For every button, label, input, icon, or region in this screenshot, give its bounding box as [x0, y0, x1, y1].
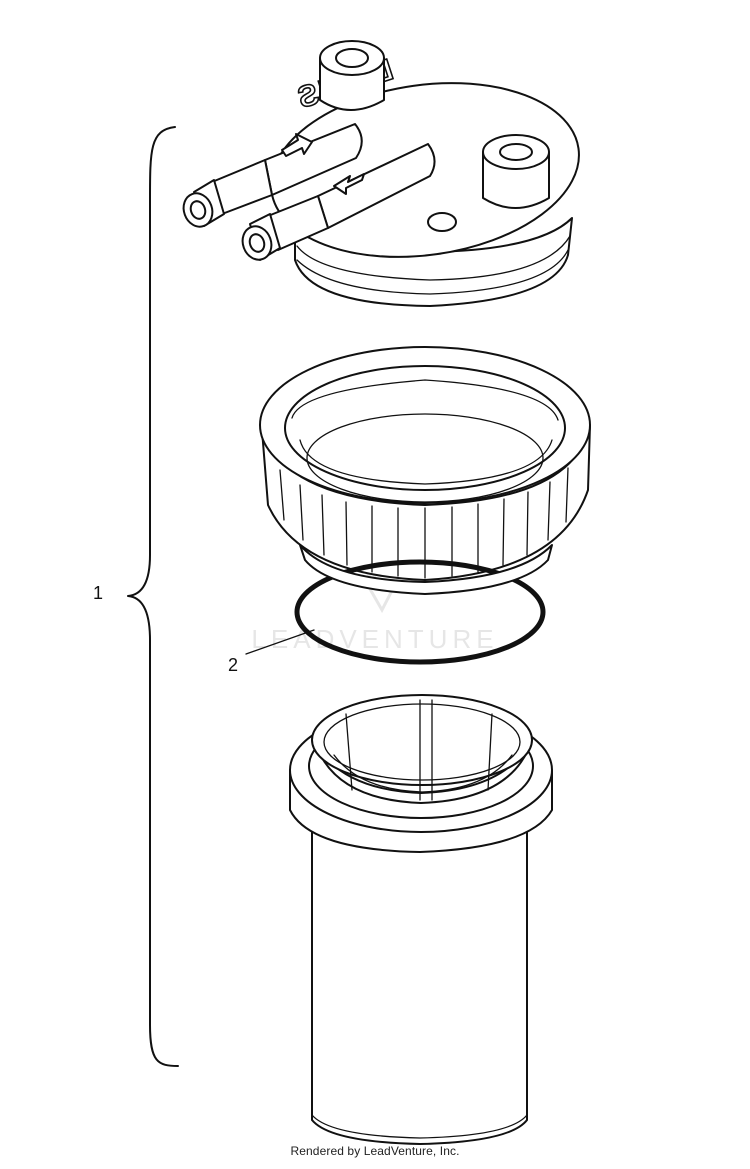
assembly-bracket: [127, 126, 179, 1067]
footer-credit: Rendered by LeadVenture, Inc.: [290, 1144, 460, 1158]
o-ring-leader-line: [245, 629, 315, 655]
retaining-ring-nut: [259, 346, 591, 581]
callout-label-2: 2: [228, 655, 239, 675]
o-ring: [294, 559, 546, 665]
callout-label-1: 1: [93, 583, 104, 603]
watermark-text: LEADVENTURE: [251, 624, 498, 654]
screen-frame: [333, 699, 513, 801]
filter-bowl: [289, 694, 553, 1145]
filter-cap: LARIS: [182, 40, 580, 307]
